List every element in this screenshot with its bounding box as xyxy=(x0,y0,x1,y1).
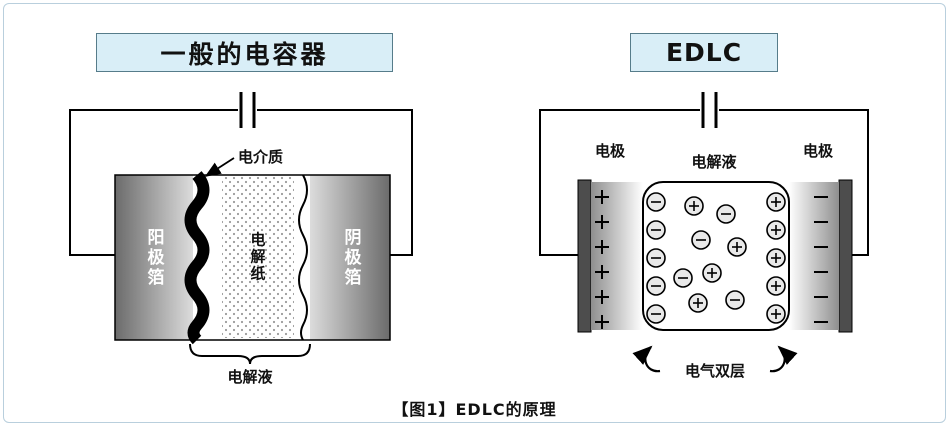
left-diagram-title: 一般的电容器 xyxy=(160,39,329,69)
electrolyte-solution-label: 电解液 xyxy=(691,153,737,171)
positive-ion-icon xyxy=(766,276,786,296)
cathode-foil-block xyxy=(310,175,390,340)
positive-ion-icon xyxy=(727,237,747,257)
left-electrode-block xyxy=(591,182,643,330)
negative-charge-icons xyxy=(814,196,828,323)
left-collector-bar xyxy=(577,179,592,333)
right-circuit-wire xyxy=(719,109,869,256)
positive-ion-icon xyxy=(766,192,786,212)
electrolyte-label: 电解液 xyxy=(227,368,273,386)
right-electrode-block xyxy=(789,182,839,330)
dielectric-pointer-arrow-icon xyxy=(204,157,235,177)
negative-ion-icon xyxy=(716,204,736,224)
positive-ion-icon xyxy=(684,196,704,216)
negative-ion-icon xyxy=(673,268,693,288)
negative-ion-icon xyxy=(646,220,666,240)
negative-ion-icon xyxy=(725,290,745,310)
anode-foil-label: 阳极箔 xyxy=(143,228,164,288)
left-diagram-title-box: 一般的电容器 xyxy=(96,33,393,72)
negative-ion-icon xyxy=(691,230,711,250)
figure-caption: 【图1】EDLC的原理 xyxy=(392,400,557,419)
electrolyte-region xyxy=(642,181,790,331)
electrolytic-paper-block xyxy=(222,177,294,338)
conventional-capacitor-diagram xyxy=(69,92,413,365)
negative-ion-icon xyxy=(646,192,666,212)
positive-ion-icon xyxy=(766,304,786,324)
capacitor-symbol-icon xyxy=(701,92,718,128)
right-diagram-title-box: EDLC xyxy=(630,33,778,72)
left-circuit-wire xyxy=(69,109,238,256)
left-electrode-label: 电极 xyxy=(594,142,626,160)
positive-ion-icon xyxy=(766,248,786,268)
double-layer-arrow-right-icon xyxy=(769,345,798,373)
right-collector-bar xyxy=(838,179,853,333)
positive-charge-icons xyxy=(595,190,609,329)
double-layer-label: 电气双层 xyxy=(684,362,746,380)
double-layer-arrow-left-icon xyxy=(632,345,661,373)
dielectric-layer-wave xyxy=(184,171,210,345)
capacitor-symbol-icon xyxy=(239,92,256,128)
negative-ion-icon xyxy=(646,276,666,296)
dielectric-label: 电介质 xyxy=(238,148,284,166)
cathode-foil-label: 阴极箔 xyxy=(340,228,361,288)
electrolytic-paper-label: 电解纸 xyxy=(248,231,267,283)
negative-ion-icon xyxy=(646,248,666,268)
right-diagram-title: EDLC xyxy=(665,38,743,67)
left-circuit-wire xyxy=(257,109,413,256)
cathode-foil-edge-wave xyxy=(298,174,308,341)
anode-foil-block xyxy=(115,175,193,340)
electrolyte-brace-icon xyxy=(189,343,311,365)
positive-ion-icon xyxy=(702,263,722,283)
right-electrode-label: 电极 xyxy=(802,142,834,160)
positive-ion-icon xyxy=(766,220,786,240)
positive-ion-icon xyxy=(688,293,708,313)
edlc-diagram xyxy=(539,92,869,373)
right-circuit-wire xyxy=(539,109,700,256)
negative-ion-icon xyxy=(646,304,666,324)
capacitor-body-outline xyxy=(114,174,391,341)
